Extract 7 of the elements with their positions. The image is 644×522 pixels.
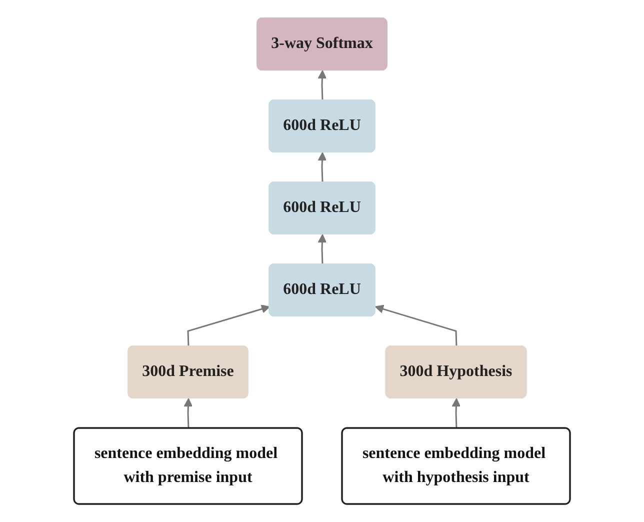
arrow bbox=[187, 304, 270, 347]
arrow bbox=[452, 398, 461, 429]
arrow bbox=[318, 70, 327, 101]
arrow bbox=[318, 234, 327, 265]
arrow bbox=[184, 398, 193, 429]
arrow bbox=[318, 152, 327, 183]
arrow bbox=[375, 304, 458, 347]
